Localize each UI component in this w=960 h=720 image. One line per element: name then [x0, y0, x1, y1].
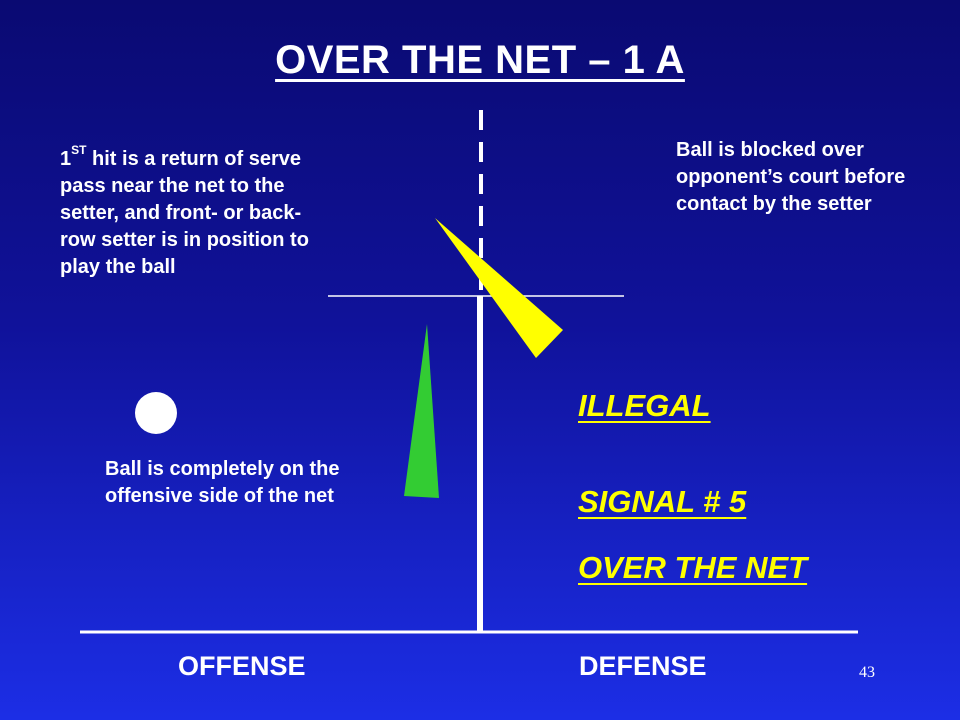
label-offense: OFFENSE	[178, 651, 306, 681]
note-first-hit-superscript: ST	[71, 143, 87, 157]
callout-signal: SIGNAL # 5	[578, 484, 746, 520]
label-defense: DEFENSE	[579, 651, 707, 681]
callout-illegal: ILLEGAL	[578, 388, 711, 424]
callout-illegal-text: ILLEGAL	[578, 388, 711, 423]
callout-signal-text: SIGNAL # 5	[578, 484, 747, 519]
note-first-hit-text: hit is a return of serve pass near the n…	[60, 148, 309, 278]
note-ball-position: Ball is completely on the offensive side…	[105, 458, 340, 507]
ball	[135, 392, 177, 434]
set-wedge	[404, 324, 439, 498]
callout-signal-name: OVER THE NET	[578, 550, 807, 586]
slide-title-text: OVER THE NET – 1 A	[275, 38, 685, 82]
note-first-hit: 1ST hit is a return of serve pass near t…	[60, 143, 310, 281]
note-ball-blocked: Ball is blocked over opponent’s court be…	[676, 139, 906, 215]
block-wedge	[435, 218, 563, 358]
page-number: 43	[859, 664, 875, 681]
slide-title: OVER THE NET – 1 A	[0, 38, 960, 83]
note-first-hit-prefix: 1	[60, 148, 72, 170]
callout-signal-name-text: OVER THE NET	[578, 550, 808, 585]
